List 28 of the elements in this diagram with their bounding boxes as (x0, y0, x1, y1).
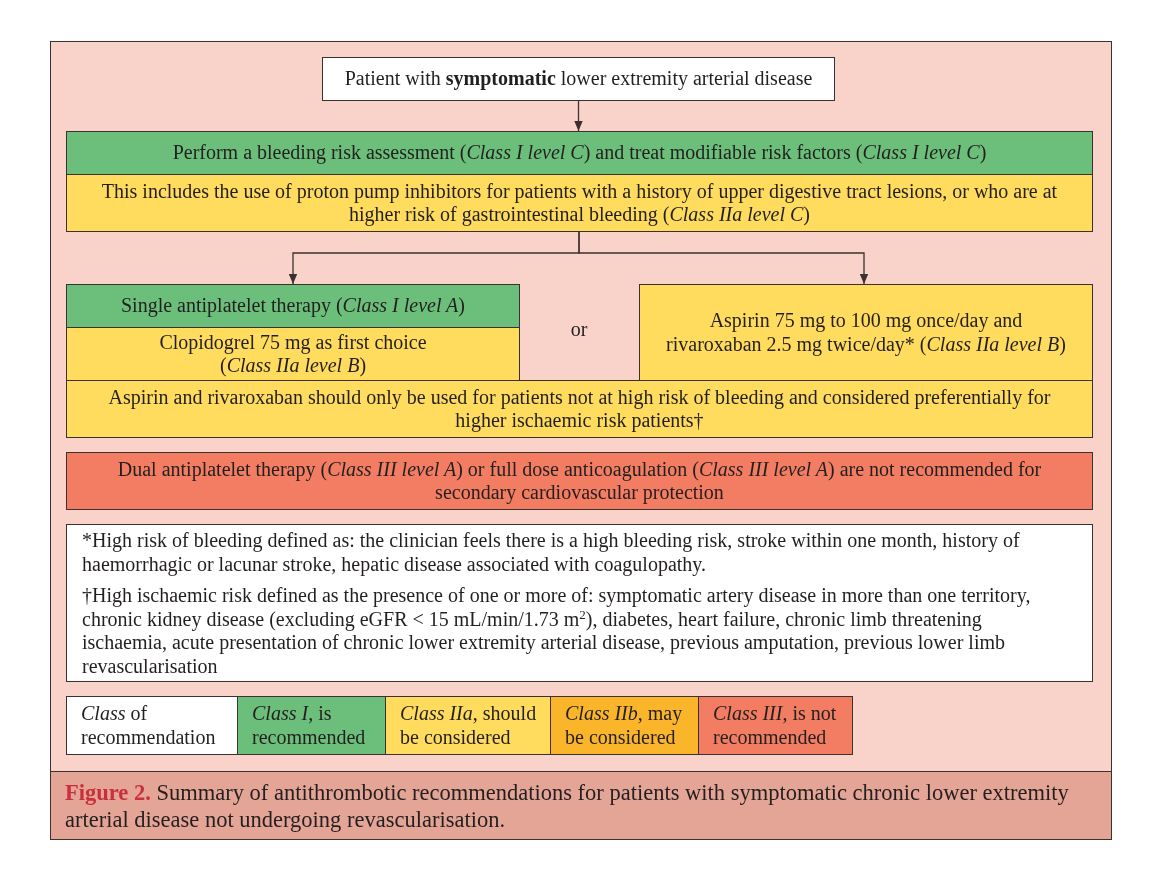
recommendation-box (639, 284, 1093, 381)
recommendation-box (66, 131, 1093, 175)
condition-text: Patient with symptomatic lower extremity arterial disease (344, 67, 813, 91)
condition-box (322, 57, 835, 101)
recommendation-text: Aspirin 75 mg to 100 mg once/day and rivaroxaban 2.5 mg twice/day* (Class IIa level B) (665, 309, 1067, 356)
recommendation-box (66, 327, 520, 381)
recommendation-box (66, 380, 1093, 438)
recommendation-text: Clopidogrel 75 mg as first choice (Class IIa level B) (158, 330, 428, 378)
recommendation-box (66, 284, 520, 328)
connector-arrow (578, 231, 869, 285)
legend-heading: Class of recommendation (81, 702, 217, 749)
footnotes-panel (66, 524, 1093, 682)
footnote-text: †High ischaemic risk defined as the presence of one or more of: symptomatic artery disease in more than one territory, chronic kidney disease (excluding eGFR < 15 mL/min/1.73 m$^{2}$), diabetes, heart failure, chronic limb threatening ischaemia, acute presentation of chronic lower extremity arterial disease, previous amputation, previous lower limb revascularisation (82, 584, 1032, 678)
recommendation-text: This includes the use of proton pump inhibitors for patients with a history of upper digestive tract lesions, or who are at higher risk of gastrointestinal bleeding (Class IIa level C) (100, 179, 1059, 227)
legend-text: Class III, is not recommended (713, 702, 838, 749)
figure-caption: Figure 2. Summary of antithrombotic recommendations for patients with symptomatic chronic lower extremity arterial disease not undergoing revascularisation. (64, 779, 1070, 834)
connector-arrow (574, 100, 583, 132)
recommendation-text: Single antiplatelet therapy (Class I level A) (121, 294, 465, 318)
legend-text: Class I, is recommended (252, 702, 367, 749)
legend-text: Class IIb, may be considered (565, 702, 684, 749)
recommendation-text: Perform a bleeding risk assessment (Class I level C) and treat modifiable risk factors (Class I level C) (172, 141, 987, 165)
recommendation-box (66, 452, 1093, 510)
recommendation-text: Dual antiplatelet therapy (Class III level A) or full dose anticoagulation (Class III level A) are not recommended for secondary cardiovascular protection (116, 457, 1043, 505)
legend-text: Class IIa, should be considered (400, 702, 538, 749)
recommendation-box (66, 174, 1093, 232)
footnote-text: *High risk of bleeding defined as: the clinician feels there is a high bleeding risk, stroke within one month, history of haemorrhagic or lacunar stroke, hepatic disease associated with coagulopathy. (82, 529, 1021, 576)
recommendation-text: Aspirin and rivaroxaban should only be used for patients not at high risk of bleeding and considered preferentially for higher ischaemic risk patients† (107, 385, 1052, 433)
alternative-label: or (570, 318, 588, 342)
